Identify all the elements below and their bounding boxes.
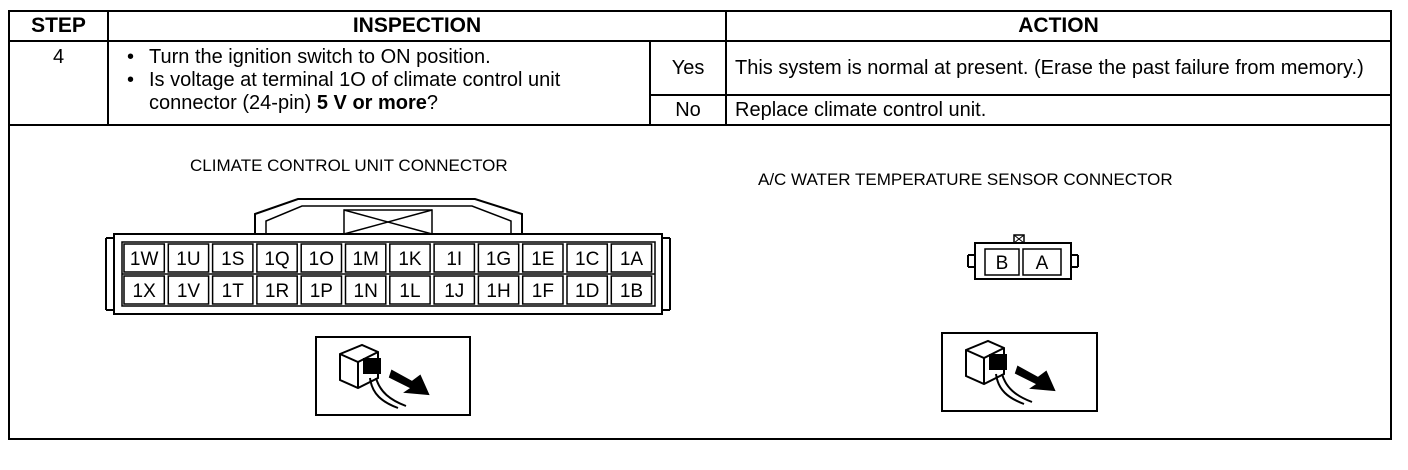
terminal-1e: 1E [531, 249, 554, 270]
question-mark: ? [426, 92, 439, 114]
diagram-row: CLIMATE CONTROL UNIT CONNECTOR A/C WATER… [7, 124, 1393, 440]
yes-action: This system is normal at present. (Erase… [725, 40, 1393, 96]
terminal-1l-cell [389, 275, 431, 305]
terminal-1g: 1G [486, 249, 511, 270]
terminal-1o: 1O [309, 249, 334, 270]
step-row-no: No Replace climate control unit. [9, 94, 1393, 126]
terminal-1d-cell [566, 275, 609, 305]
terminal-1b: 1B [620, 281, 643, 302]
yes-label: Yes [648, 40, 728, 96]
terminal-1o-cell [300, 243, 343, 273]
inspection-bullet-1: Turn the ignition switch to ON position. [123, 46, 641, 69]
sensor-terminal-b: B [996, 253, 1009, 274]
terminal-1f: 1F [532, 281, 554, 302]
terminal-1u-cell [167, 243, 210, 273]
inspection-list: Turn the ignition switch to ON position.… [123, 46, 641, 115]
terminal-1j-cell [433, 275, 476, 305]
step-header: STEP [8, 10, 109, 42]
terminal-1w-cell [123, 243, 166, 273]
terminal-1h-cell [477, 275, 520, 305]
terminal-1v: 1V [177, 281, 201, 302]
step-number: 4 [8, 40, 109, 126]
terminal-1l: 1L [399, 281, 420, 302]
sensor-terminal-a: A [1036, 253, 1049, 274]
connector-diagrams: 1W 1U 1S 1Q 1O 1M 1K 1I 1G 1E 1C 1A 1X 1V 1T 1R 1P 1N 1L 1J… [105, 198, 1098, 416]
terminal-1k-cell [389, 243, 431, 273]
inspection-table: STEP INSPECTION ACTION 4 Turn the igniti… [7, 10, 1393, 440]
terminal-1r: 1R [265, 281, 289, 302]
header-row: STEP INSPECTION ACTION [8, 10, 1393, 42]
no-label: No [648, 94, 728, 126]
terminal-1a-cell [610, 243, 653, 273]
terminal-1h: 1H [486, 281, 510, 302]
inspection-header: INSPECTION [106, 10, 728, 42]
step-row-yes: 4 Turn the ignition switch to ON positio… [8, 40, 1393, 126]
terminal-1a: 1A [620, 249, 644, 270]
terminal-1g-cell [477, 243, 520, 273]
terminal-1i: 1I [446, 249, 462, 270]
terminal-1b-cell [610, 275, 653, 305]
terminal-1t-cell [211, 275, 254, 305]
terminal-1i-cell [433, 243, 476, 273]
sensor-connector [967, 234, 1079, 280]
terminal-1f-cell [521, 275, 564, 305]
terminal-1x: 1X [133, 281, 157, 302]
connector-view-icon-left [315, 336, 471, 416]
terminal-1q: 1Q [264, 249, 289, 270]
terminal-1d: 1D [575, 281, 599, 302]
terminal-1q-cell [256, 243, 298, 273]
climate-control-unit-connector [105, 198, 671, 315]
sensor-connector-title: A/C WATER TEMPERATURE SENSOR CONNECTOR [758, 170, 1173, 189]
climate-connector-title: CLIMATE CONTROL UNIT CONNECTOR [190, 156, 508, 175]
inspection-cell: Turn the ignition switch to ON position.… [107, 40, 651, 126]
terminal-1c: 1C [575, 249, 599, 270]
terminal-1e-cell [521, 243, 564, 273]
diagram-cell: CLIMATE CONTROL UNIT CONNECTOR A/C WATER… [7, 124, 1393, 440]
terminal-1t: 1T [222, 281, 245, 302]
terminal-1u: 1U [176, 249, 200, 270]
inspection-bullet-2: Is voltage at terminal 1O of climate con… [123, 69, 641, 115]
no-action: Replace climate control unit. [725, 94, 1393, 126]
connector-view-icon-right [941, 332, 1098, 412]
terminal-1m: 1M [352, 249, 378, 270]
terminal-1n-cell [344, 275, 387, 305]
terminal-1n: 1N [354, 281, 378, 302]
terminal-1r-cell [256, 275, 298, 305]
terminal-1j: 1J [444, 281, 464, 302]
terminal-1s-cell [211, 243, 254, 273]
terminal-1s: 1S [221, 249, 244, 270]
terminal-1p-cell [300, 275, 343, 305]
terminal-1v-cell [167, 275, 210, 305]
voltage-threshold: 5 V or more [316, 92, 427, 114]
inspection-question: Is voltage at terminal 1O of climate con… [149, 69, 561, 114]
terminal-1k: 1K [398, 249, 422, 270]
terminal-1x-cell [123, 275, 166, 305]
terminal-1c-cell [566, 243, 609, 273]
terminal-1m-cell [344, 243, 387, 273]
climate-pin-grid: 1W 1U 1S 1Q 1O 1M 1K 1I 1G 1E 1C 1A 1X 1V 1T 1R 1P 1N 1L 1J… [123, 243, 653, 305]
terminal-1w: 1W [130, 249, 159, 270]
terminal-1p: 1P [310, 281, 333, 302]
action-header: ACTION [725, 10, 1393, 42]
